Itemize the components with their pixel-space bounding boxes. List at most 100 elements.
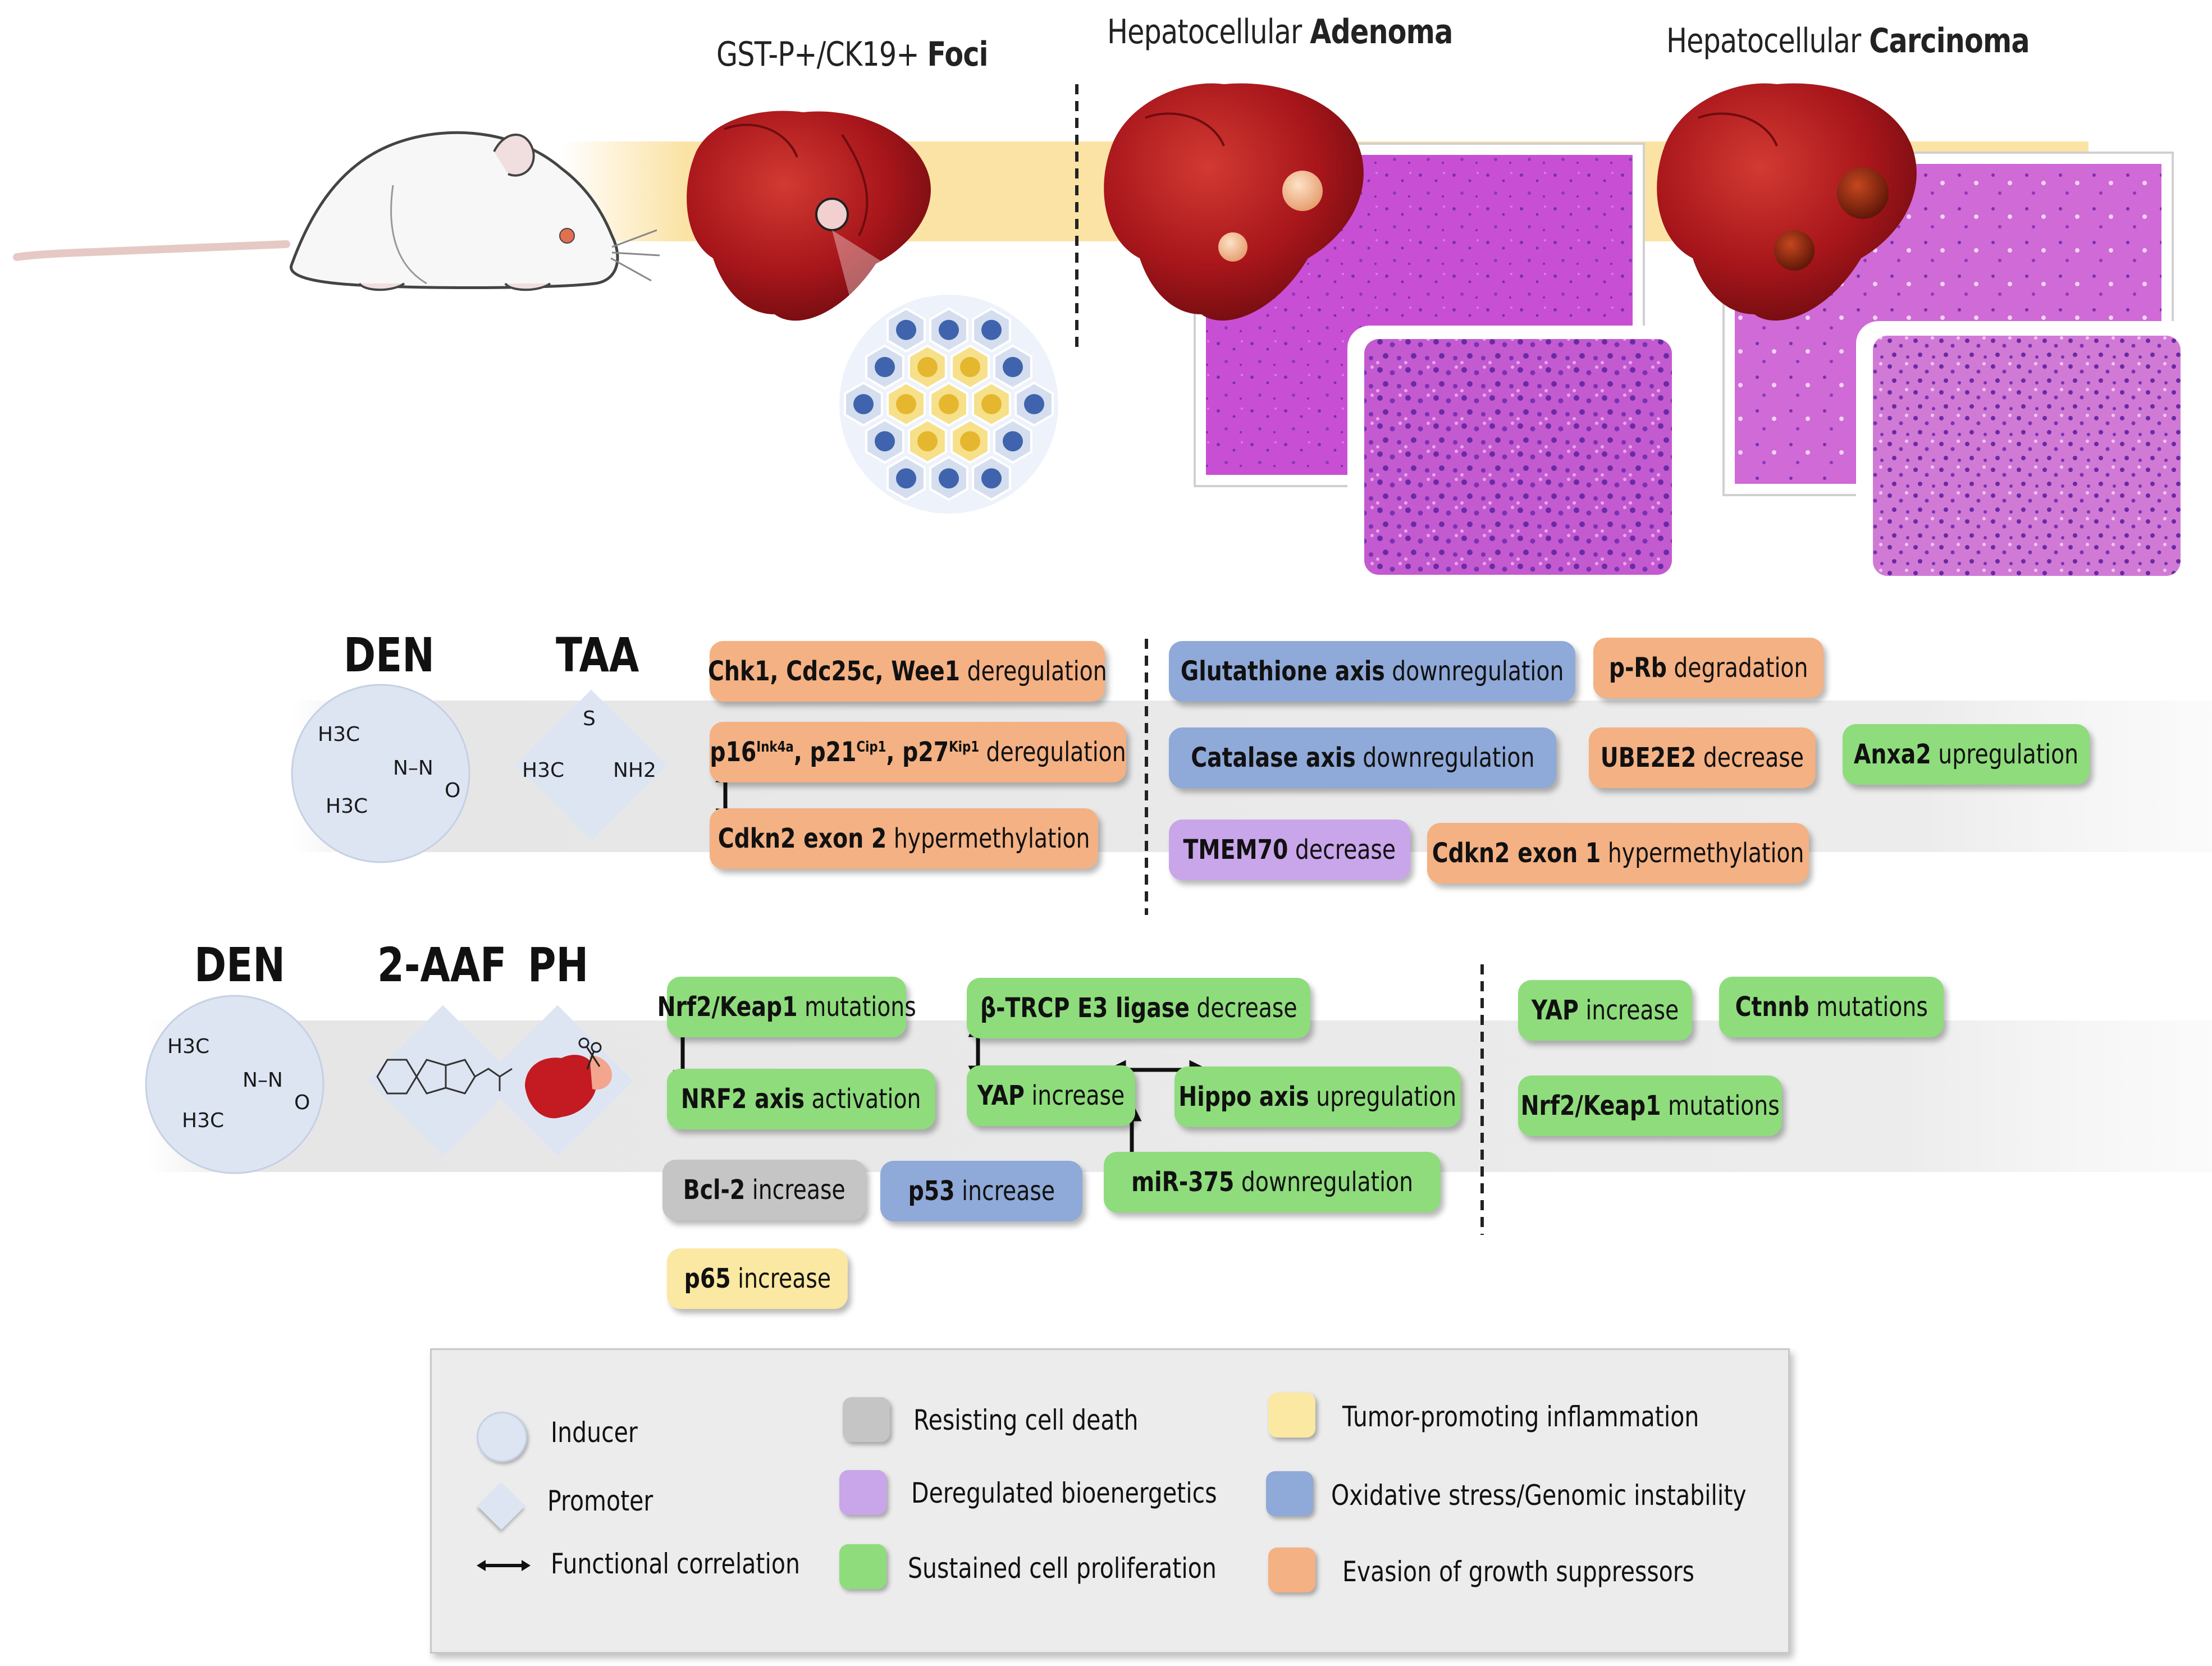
legend-bioenergetics-swatch	[839, 1470, 886, 1515]
legend-promoter-label: Promoter	[547, 1485, 653, 1517]
box-p65-bold: p65	[684, 1263, 731, 1294]
p16-text: p16	[710, 736, 757, 768]
box-p53-rest: increase	[954, 1175, 1055, 1207]
box-nrf2-keap1-late-bold: Nrf2/Keap1	[1520, 1090, 1661, 1122]
legend-evasion-label: Evasion of growth suppressors	[1342, 1555, 1694, 1588]
taa-h3c: H3C	[522, 759, 565, 782]
normal-cell-nucleus	[1003, 356, 1023, 377]
model2-ph-label: PH	[528, 937, 589, 992]
model1-den-structure: H3C N–N O H3C	[314, 713, 460, 836]
den1-h3c-bottom: H3C	[326, 795, 368, 818]
taa-structure: S H3C NH2	[522, 707, 662, 820]
legend-oxidative-label: Oxidative stress/Genomic instability	[1331, 1479, 1747, 1512]
box-anxa2-bold: Anxa2	[1853, 739, 1931, 770]
legend-functional-arrow-icon	[477, 1560, 531, 1571]
foci-title: GST-P+/CK19+ Foci	[716, 35, 989, 74]
adenoma-title-prefix: Hepatocellular	[1107, 12, 1310, 52]
aaf-structure	[376, 1059, 513, 1095]
legend-evasion-swatch	[1268, 1548, 1315, 1592]
normal-cell-nucleus	[981, 468, 1002, 489]
box-nrf2-keap1-late: Nrf2/Keap1 mutations	[1518, 1075, 1782, 1136]
legend-resisting-swatch	[843, 1397, 890, 1442]
legend-resisting-label: Resisting cell death	[913, 1404, 1139, 1436]
mouse-illustration	[13, 131, 660, 291]
normal-cell-nucleus	[1003, 431, 1023, 452]
box-btrcp: β-TRCP E3 ligase decrease	[967, 978, 1310, 1038]
box-cdkn2-exon1: Cdkn2 exon 1 hypermethylation	[1427, 823, 1809, 884]
box-p65-rest: increase	[730, 1263, 831, 1294]
box-ctnnb-rest: mutations	[1809, 991, 1928, 1023]
normal-cell-nucleus	[896, 468, 916, 489]
adenoma-liver	[1104, 83, 1364, 321]
foci-liver	[687, 111, 966, 354]
box-hippo-bold: Hippo axis	[1178, 1081, 1310, 1113]
adenoma-title: Hepatocellular Adenoma	[1107, 12, 1453, 52]
box-bcl2-bold: Bcl-2	[683, 1174, 746, 1206]
carcinoma-title-prefix: Hepatocellular	[1666, 21, 1870, 61]
box-btrcp-rest: decrease	[1189, 992, 1297, 1024]
legend: Inducer Promoter Functional correlation …	[430, 1348, 1790, 1654]
box-bcl2-rest: increase	[745, 1174, 846, 1206]
box-anxa2: Anxa2 upregulation	[1843, 724, 2090, 785]
normal-cell-nucleus	[896, 319, 916, 340]
normal-cell-nucleus	[853, 394, 874, 414]
adenoma-title-bold: Adenoma	[1310, 12, 1453, 52]
box-ube2e2-rest: decrease	[1696, 742, 1804, 774]
box-yap-late-rest: increase	[1578, 995, 1679, 1026]
box-ube2e2-bold: UBE2E2	[1600, 742, 1697, 774]
box-cdkn2-ex1-bold: Cdkn2 exon 1	[1432, 837, 1601, 869]
box-catalase-rest: downregulation	[1355, 742, 1535, 774]
normal-cell-nucleus	[939, 319, 959, 340]
box-glutathione: Glutathione axis downregulation	[1169, 641, 1575, 702]
model2-promoter-label: 2-AAF	[377, 937, 507, 992]
model2-inducer-label: DEN	[194, 937, 285, 992]
foci-title-bold: Foci	[927, 35, 989, 74]
carcinoma-title-bold: Carcinoma	[1869, 21, 2030, 61]
box-glutathione-bold: Glutathione axis	[1180, 656, 1385, 687]
box-cdkn2-exon2: Cdkn2 exon 2 hypermethylation	[710, 808, 1098, 869]
foci-cell-cluster	[839, 295, 1058, 514]
legend-oxidative-swatch	[1266, 1471, 1313, 1516]
legend-inflammation-label: Tumor-promoting inflammation	[1342, 1400, 1699, 1433]
box-mir375: miR-375 downregulation	[1104, 1152, 1441, 1212]
box-ube2e2: UBE2E2 decrease	[1589, 727, 1816, 788]
model2-den-structure: H3C N–N O H3C	[167, 1025, 313, 1148]
box-tmem70: TMEM70 decrease	[1169, 820, 1410, 880]
box-yap-early: YAP increase	[967, 1065, 1135, 1126]
legend-promoter-swatch	[477, 1482, 525, 1530]
legend-inflammation-swatch	[1268, 1393, 1315, 1438]
foci-cell-nucleus	[917, 431, 938, 452]
foci-cell-nucleus	[960, 356, 980, 377]
den2-n-group: N–N	[243, 1069, 283, 1092]
foci-cell-nucleus	[981, 394, 1002, 414]
box-p53: p53 increase	[880, 1161, 1082, 1221]
legend-inducer-label: Inducer	[551, 1416, 638, 1449]
foci-title-prefix: GST-P+/CK19+	[716, 35, 927, 74]
taa-s: S	[583, 707, 596, 730]
den1-h3c-top: H3C	[318, 723, 360, 746]
box-yap-late-bold: YAP	[1531, 995, 1579, 1026]
taa-nh2: NH2	[613, 759, 656, 782]
box-ctnnb: Ctnnb mutations	[1719, 977, 1944, 1037]
box-chk1-bold: Chk1, Cdc25c, Wee1	[707, 656, 960, 687]
box-prb-rest: degradation	[1666, 652, 1808, 684]
normal-cell-nucleus	[1024, 394, 1044, 414]
box-catalase-bold: Catalase axis	[1190, 742, 1356, 774]
legend-functional-label: Functional correlation	[551, 1548, 800, 1580]
box-cdkn2-ex1-rest: hypermethylation	[1601, 837, 1804, 869]
box-p65: p65 increase	[667, 1248, 848, 1309]
box-hippo-rest: upregulation	[1309, 1081, 1457, 1113]
box-p16: p16Ink4a, p21Cip1, p27Kip1 deregulation	[710, 722, 1126, 782]
box-chk1-rest: deregulation	[959, 656, 1107, 687]
box-catalase: Catalase axis downregulation	[1169, 727, 1556, 788]
foci-cell-nucleus	[917, 356, 938, 377]
den2-h3c-top: H3C	[167, 1035, 210, 1058]
box-nrf2-keap1-bold: Nrf2/Keap1	[657, 991, 798, 1023]
legend-bioenergetics-label: Deregulated bioenergetics	[911, 1477, 1217, 1509]
box-p16-rest: deregulation	[979, 736, 1126, 768]
box-glutathione-rest: downregulation	[1384, 656, 1564, 687]
p21-sup: Cip1	[856, 739, 886, 756]
normal-cell-nucleus	[875, 431, 895, 452]
legend-proliferation-swatch	[839, 1544, 886, 1589]
box-prb: p-Rb degradation	[1593, 638, 1823, 698]
